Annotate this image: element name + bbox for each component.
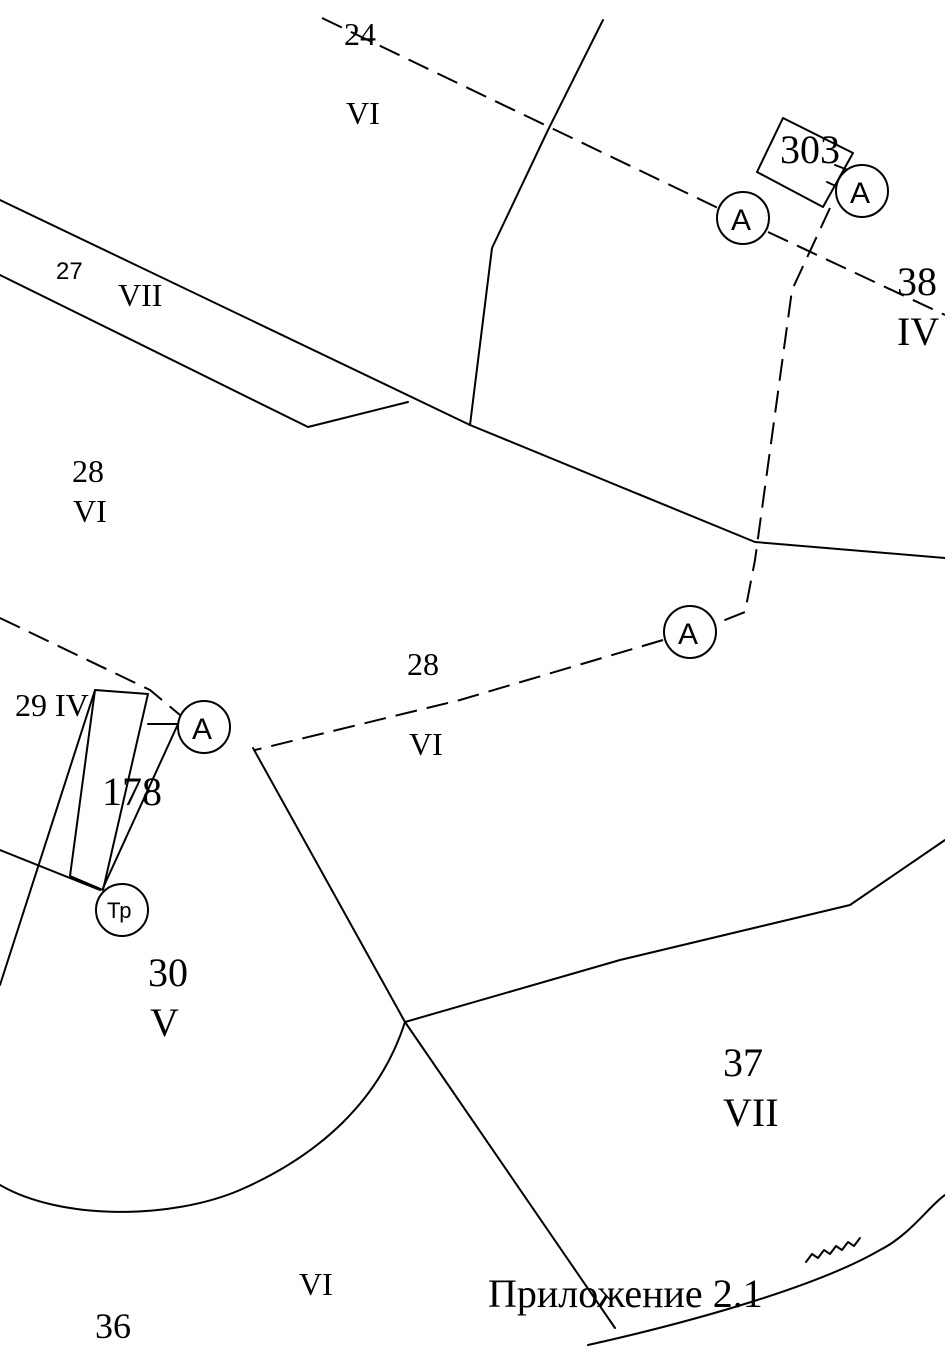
anchor-label-center: A (678, 618, 698, 651)
plot-30-number: 30 (148, 950, 188, 995)
plot-303-number: 303 (780, 127, 840, 172)
plot-24-class: VI (346, 95, 380, 131)
transformer-label: Тр (107, 898, 131, 923)
plot-30-class: V (150, 1000, 179, 1045)
boundary-plot-30-east (252, 747, 616, 1329)
transformer-marker (95, 883, 149, 937)
anchor-marker-center (663, 605, 717, 659)
plot-28a-class: VI (73, 493, 107, 529)
anchor-label-west: A (192, 713, 212, 746)
boundary-plot-37-north (404, 839, 945, 1023)
ditch-ticks (805, 1237, 861, 1263)
plot-28b-number: 28 (407, 646, 439, 682)
plot-38-class: IV (897, 309, 940, 354)
anchor-marker-west (177, 700, 231, 754)
plot-178-number: 178 (102, 769, 162, 814)
power-line-west (0, 617, 181, 716)
boundary-plot-27-bottom (0, 274, 409, 428)
boundary-plot-30-west (0, 689, 96, 986)
boundary-plot-27-top (0, 199, 945, 559)
anchor-label-north: A (731, 204, 751, 237)
plot-37-number: 37 (723, 1040, 763, 1085)
plot-28b-class: VI (409, 726, 443, 762)
power-line-north (321, 17, 719, 209)
plot-37-class: VII (723, 1090, 779, 1135)
building-303-outline (756, 117, 854, 208)
anchor-marker-north-east (835, 164, 889, 218)
plot-27-class: VII (118, 277, 163, 313)
plot-28a-number: 28 (72, 453, 104, 489)
boundary-plot-30-arc (0, 1021, 406, 1213)
boundary-plot-29-south (0, 849, 101, 891)
plot-36-class: VI (299, 1266, 333, 1302)
power-line-center (254, 639, 664, 751)
plot-27-number: 27 (56, 258, 83, 285)
plot-24-number: 24 (344, 16, 376, 52)
anchor-label-north-east: A (850, 177, 870, 210)
plot-38-number: 38 (897, 259, 937, 304)
power-line-branch-east (719, 207, 831, 623)
anchor-marker-north (716, 191, 770, 245)
plot-36-number: 36 (95, 1306, 131, 1346)
boundary-plot-24-east (469, 19, 604, 426)
power-line-north-east (767, 231, 945, 316)
boundary-plot-37-south (587, 1194, 945, 1346)
plot-178-outline (69, 689, 149, 891)
plot-29-label: 29 IV (15, 687, 89, 723)
appendix-caption: Приложение 2.1 (488, 1271, 763, 1316)
